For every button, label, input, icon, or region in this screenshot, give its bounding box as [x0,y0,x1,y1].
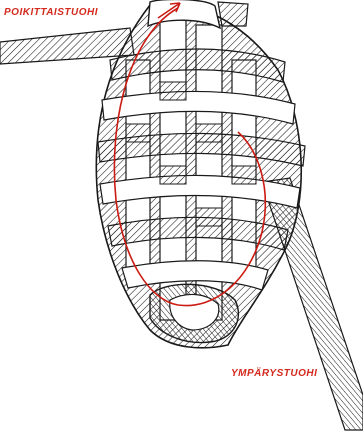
label-ymparystuohi: YMPÄRYSTUOHI [231,368,317,379]
label-poikittaistuohi: POIKITTAISTUOHI [4,7,98,18]
